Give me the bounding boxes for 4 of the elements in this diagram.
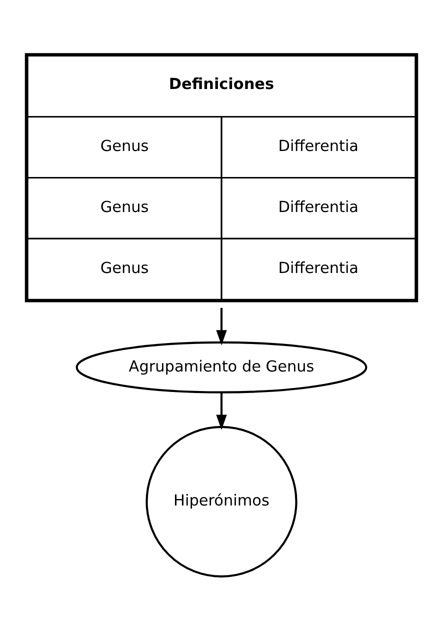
arrow	[216, 308, 227, 346]
node-ellipse: Agrupamiento de Genus	[76, 341, 368, 394]
arrow	[216, 392, 227, 430]
node-circle: Hiperónimos	[146, 426, 298, 578]
